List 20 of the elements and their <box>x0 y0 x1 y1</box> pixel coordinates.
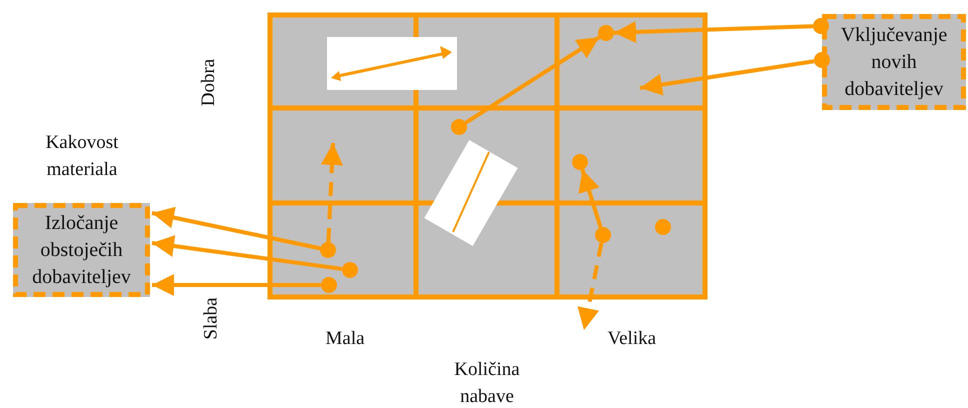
box-text: Vključevanje novih dobaviteljev <box>840 22 948 102</box>
arrow <box>152 206 321 250</box>
arrow <box>578 169 602 228</box>
axis-title: Količina nabave <box>453 358 521 408</box>
box-text: Izločanje obstoječih dobaviteljev <box>31 210 132 290</box>
process-box <box>822 14 966 110</box>
data-point <box>813 18 829 34</box>
axis-label: Dobra <box>196 58 220 106</box>
arrow <box>152 274 321 296</box>
arrow <box>578 242 604 330</box>
arrow <box>464 36 600 124</box>
axis-title: Kakovost materiala <box>44 131 120 182</box>
arrow <box>640 59 814 96</box>
arrow <box>152 235 342 271</box>
data-point <box>814 52 830 68</box>
axis-label: Mala <box>326 326 365 350</box>
axis-label: Slaba <box>200 296 223 340</box>
arrow <box>320 142 343 242</box>
process-box <box>13 203 150 297</box>
axis-label: Velika <box>608 326 656 350</box>
